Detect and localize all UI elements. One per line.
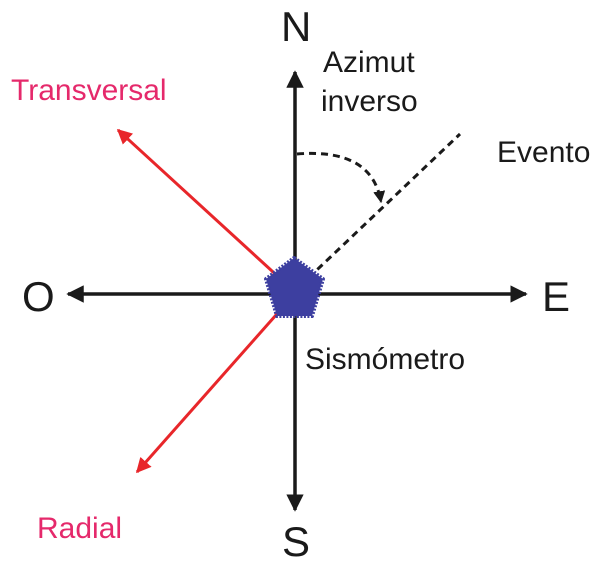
east-label: E <box>542 273 571 320</box>
event-label: Evento <box>497 136 591 169</box>
azimuth-label-line1: Azimut <box>323 46 415 79</box>
seismometer-label: Sismómetro <box>305 343 466 376</box>
pentagon-seismometer-icon <box>264 256 325 318</box>
transverse-arrow <box>116 128 286 284</box>
radial-label: Radial <box>37 512 123 545</box>
back-azimuth-arc <box>296 151 386 204</box>
south-label: S <box>282 518 311 565</box>
north-label: N <box>281 3 312 50</box>
transverse-label: Transversal <box>11 74 167 107</box>
west-label: O <box>22 273 55 320</box>
radial-arrow <box>135 305 286 474</box>
azimuth-label-line2: inverso <box>321 85 418 118</box>
event-direction-line <box>298 132 462 288</box>
